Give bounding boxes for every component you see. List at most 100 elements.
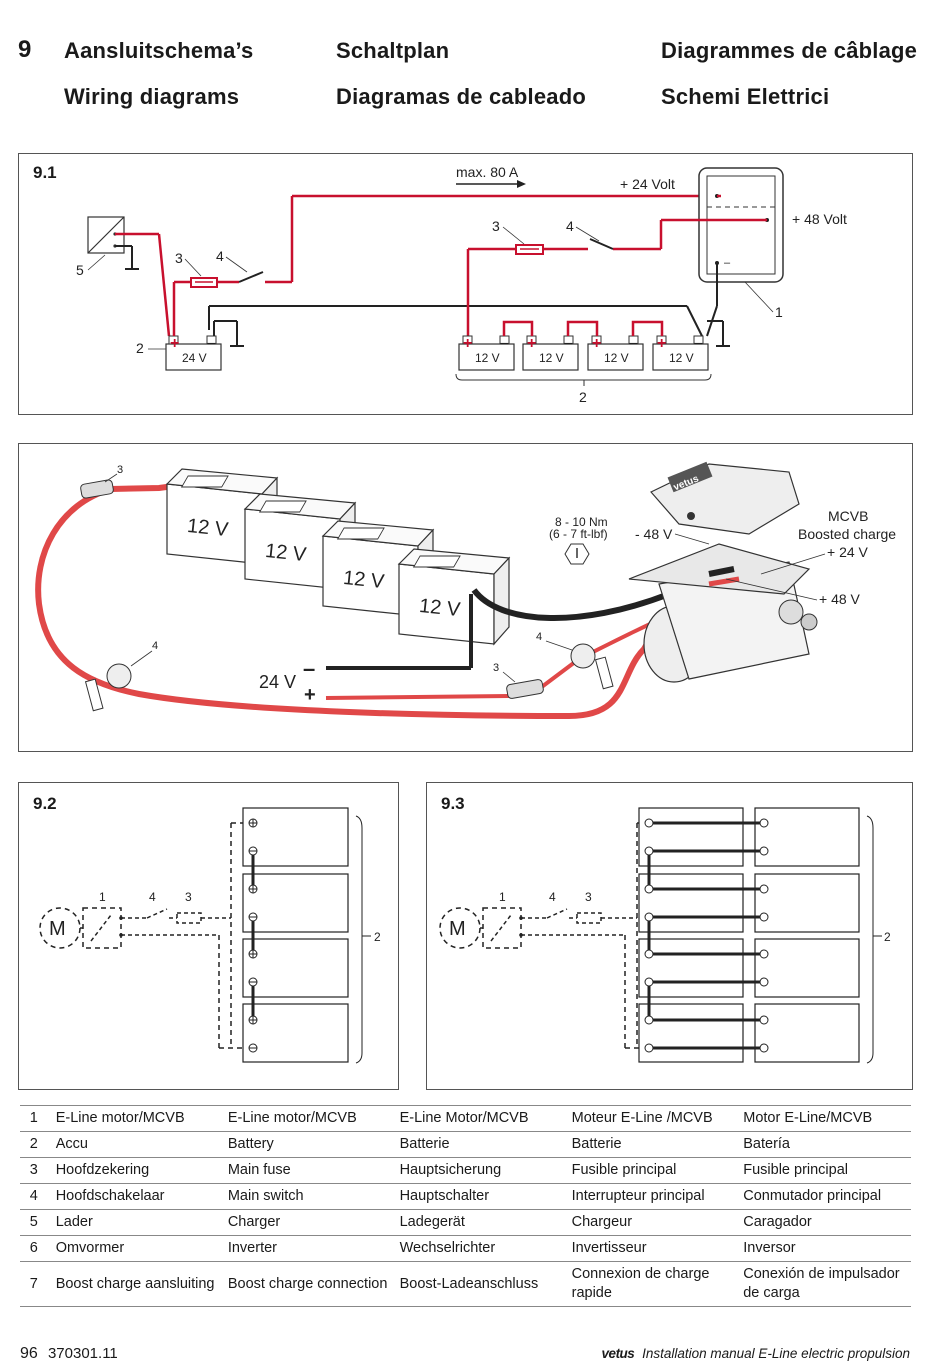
figure-label: 9.2 (33, 794, 57, 813)
title-es: Diagramas de cableado (336, 84, 586, 109)
table-cell: Lader (51, 1209, 224, 1236)
table-cell: Boost charge connection (223, 1261, 396, 1307)
figure-9-1: 9.1 + – 24 V max. 80 A + 24 Volt (18, 153, 913, 415)
svg-text:+: + (527, 335, 536, 352)
svg-text:12 V: 12 V (264, 540, 308, 566)
title-nl: Aansluitschema’s (64, 38, 254, 63)
table-cell: Main fuse (223, 1157, 396, 1184)
svg-text:2: 2 (579, 389, 587, 405)
title-en: Wiring diagrams (64, 84, 240, 109)
positive-cable (35, 486, 667, 720)
row-number: 1 (20, 1105, 52, 1132)
switch-icon (146, 908, 168, 919)
table-cell: Inverter (223, 1235, 396, 1262)
fuse-icon (506, 679, 544, 699)
table-cell: Hauptsicherung (395, 1157, 568, 1184)
table-cell: Caragador (739, 1209, 911, 1236)
table-cell: E-Line Motor/MCVB (395, 1105, 568, 1132)
row-number: 5 (20, 1209, 52, 1236)
row-number: 6 (20, 1235, 52, 1262)
battery-24v-icon (165, 343, 222, 371)
table-cell: Batería (739, 1131, 911, 1158)
fuse-icon (176, 912, 202, 924)
figure-label: 9.3 (441, 794, 465, 813)
table-cell: Inversor (739, 1235, 911, 1262)
table-cell: Battery (223, 1131, 396, 1158)
series-schematic: M (39, 807, 381, 1064)
svg-text:8 - 10 Nm: 8 - 10 Nm (555, 515, 608, 529)
fuse-icon (80, 479, 114, 499)
row-number: 7 (20, 1261, 52, 1307)
svg-text:1: 1 (99, 890, 106, 904)
battery-24v-label: 24 V (182, 351, 207, 365)
battery-stack (242, 807, 371, 1064)
installation-illustration: 12 V 12 V 12 V 12 V (18, 443, 913, 752)
svg-text:3: 3 (493, 662, 499, 674)
svg-text:12 V: 12 V (342, 567, 386, 593)
page-number: 96 (20, 1345, 38, 1362)
section-number: 9 (18, 36, 32, 63)
svg-text:–: – (207, 335, 216, 352)
svg-text:1: 1 (499, 890, 506, 904)
svg-text:4: 4 (536, 631, 542, 643)
table-cell: Boost-Ladeanschluss (395, 1261, 568, 1307)
svg-text:4: 4 (152, 640, 158, 652)
svg-text:2: 2 (884, 930, 891, 944)
row-number: 4 (20, 1183, 52, 1210)
table-cell: Conmutador principal (739, 1183, 911, 1210)
footer-left: 96 370301.11 (20, 1345, 118, 1363)
battery-bank: + – + – + – + – 12 V 12 V 12 V 12 V (455, 320, 712, 386)
manual-title: Installation manual E-Line electric prop… (642, 1346, 910, 1361)
switch-icon (84, 663, 132, 712)
mcvb-label: MCVB (828, 508, 868, 524)
negative-cable (471, 588, 671, 621)
svg-text:5: 5 (76, 262, 84, 278)
table-cell: Motor E-Line/MCVB (739, 1105, 911, 1132)
table-cell: Main switch (223, 1183, 396, 1210)
plus48-label: + 48 V (819, 591, 861, 607)
figure-label: 9.1 (33, 163, 57, 182)
svg-text:+: + (592, 335, 601, 352)
table-cell: Interrupteur principal (567, 1183, 740, 1210)
svg-text:2: 2 (136, 340, 144, 356)
svg-text:4: 4 (566, 218, 574, 234)
current-label: max. 80 A (456, 164, 519, 180)
v48-label: + 48 Volt (792, 211, 847, 227)
svg-text:12 V: 12 V (475, 351, 500, 365)
fuse-icon (576, 912, 602, 924)
svg-text:3: 3 (492, 218, 500, 234)
table-cell: Moteur E-Line /MCVB (567, 1105, 740, 1132)
table-cell: Omvormer (51, 1235, 224, 1262)
svg-text:4: 4 (149, 890, 156, 904)
table-cell: Hoofdschakelaar (51, 1183, 224, 1210)
wiring-schematic: + – 24 V max. 80 A + 24 Volt – + 48 (76, 164, 847, 405)
svg-text:+: + (657, 335, 666, 352)
table-cell: Hauptschalter (395, 1183, 568, 1210)
svg-text:+: + (304, 684, 316, 706)
table-cell: Batterie (395, 1131, 568, 1158)
table-cell: E-Line motor/MCVB (51, 1105, 224, 1132)
table-cell: Wechselrichter (395, 1235, 568, 1262)
table-cell: Hoofdzekering (51, 1157, 224, 1184)
svg-text:–: – (629, 335, 638, 352)
row-number: 2 (20, 1131, 52, 1158)
svg-text:12 V: 12 V (604, 351, 629, 365)
table-cell: Invertisseur (567, 1235, 740, 1262)
figure-9-3: 9.3 M (426, 782, 913, 1090)
switch-icon (238, 271, 264, 283)
switch-icon (570, 643, 614, 690)
title-it: Schemi Elettrici (661, 84, 830, 109)
mcvb-icon (82, 907, 122, 949)
table-cell: Batterie (567, 1131, 740, 1158)
switch-icon (546, 908, 568, 919)
svg-text:3: 3 (117, 464, 123, 476)
title-fr: Diagrammes de câblage (661, 38, 918, 63)
doc-number: 370301.11 (47, 1345, 118, 1362)
table-cell: E-Line motor/MCVB (223, 1105, 396, 1132)
